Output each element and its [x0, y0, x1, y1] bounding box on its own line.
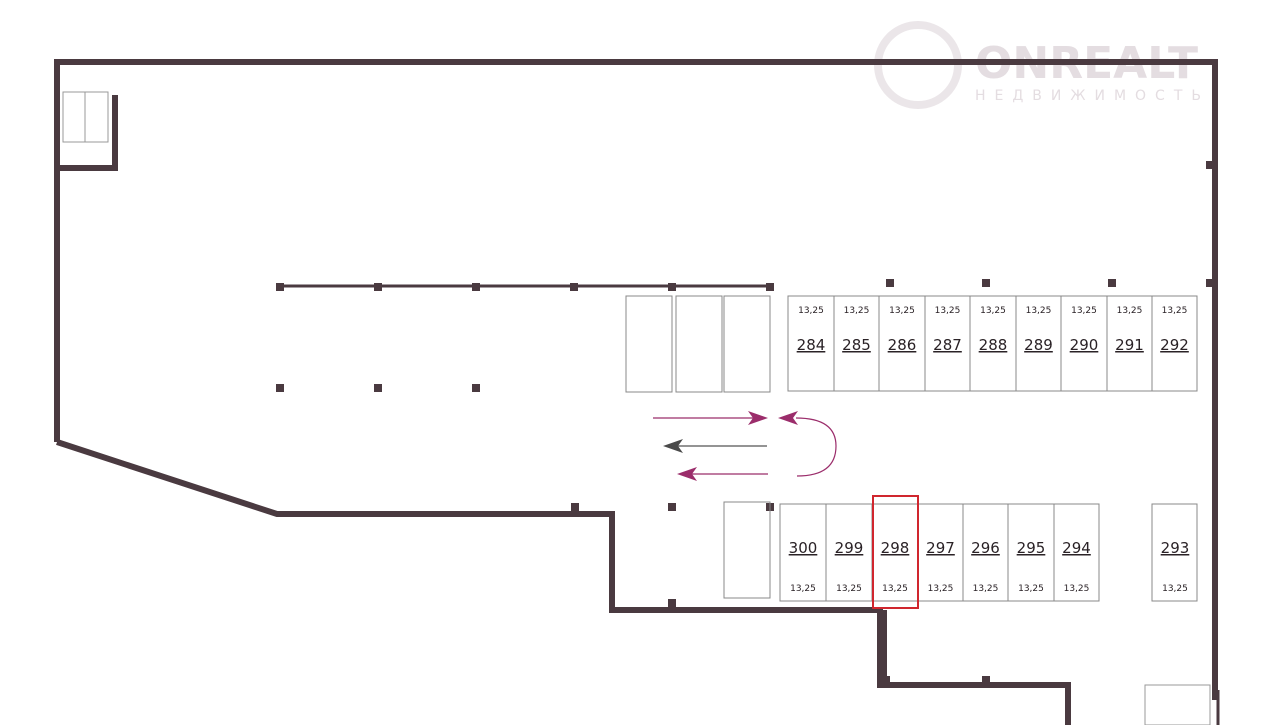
spot-area: 13,25 [935, 306, 961, 316]
walls [54, 59, 1220, 725]
column [472, 283, 480, 291]
spot-area: 13,25 [844, 306, 870, 316]
parking-spot-297[interactable]: 297 13,25 [917, 503, 964, 602]
column [668, 503, 676, 511]
spot-number: 284 [797, 336, 826, 354]
parking-spot-289[interactable]: 13,25 289 [1015, 295, 1062, 392]
spot-number: 298 [881, 539, 910, 557]
column [982, 279, 990, 287]
spot-area: 13,25 [1071, 306, 1097, 316]
column [276, 283, 284, 291]
parking-spot-300[interactable]: 300 13,25 [779, 503, 827, 602]
spot-number: 300 [789, 539, 818, 557]
parking-spot-298[interactable]: 298 13,25 [871, 503, 919, 602]
stairs-top [62, 91, 109, 143]
spot-area: 13,25 [1018, 584, 1044, 594]
parking-spot-294[interactable]: 294 13,25 [1053, 503, 1100, 602]
column [374, 283, 382, 291]
column [982, 676, 990, 684]
spot-area: 13,25 [790, 584, 816, 594]
parking-spot-291[interactable]: 13,25 291 [1106, 295, 1153, 392]
top-row-spots: 13,25 284 13,25 285 13,25 286 13,25 287 13,25 288… [787, 295, 1198, 392]
bottom-row-spots: 300 13,25 299 13,25 298 13,25 297 13,25 296 13,25… [779, 503, 1100, 602]
spot-area: 13,25 [928, 584, 954, 594]
column [668, 599, 676, 607]
parking-spot-293[interactable]: 293 13,25 [1151, 503, 1198, 602]
spot-area: 13,25 [882, 584, 908, 594]
parking-spot-292[interactable]: 13,25 292 [1151, 295, 1198, 392]
watermark-subtitle: НЕДВИЖИМОСТЬ [975, 88, 1210, 104]
traffic-arrows [653, 411, 837, 481]
spot-number: 291 [1115, 336, 1144, 354]
parking-spot-288[interactable]: 13,25 288 [969, 295, 1017, 392]
column [882, 676, 890, 684]
parking-spot-299[interactable]: 299 13,25 [825, 503, 873, 602]
spot-area: 13,25 [798, 306, 824, 316]
spot-number: 296 [971, 539, 1000, 557]
column [570, 283, 578, 291]
columns [276, 161, 1214, 684]
parking-spot-296[interactable]: 296 13,25 [962, 503, 1009, 602]
spot-number: 297 [926, 539, 955, 557]
column [1206, 279, 1214, 287]
parking-spot-286[interactable]: 13,25 286 [878, 295, 926, 392]
parking-spot-285[interactable]: 13,25 285 [833, 295, 880, 392]
column [276, 384, 284, 392]
spot-number: 299 [835, 539, 864, 557]
spot-number: 295 [1017, 539, 1046, 557]
spot-number: 286 [888, 336, 917, 354]
column [571, 503, 579, 511]
spot-number: 290 [1070, 336, 1099, 354]
column [1108, 279, 1116, 287]
column [886, 279, 894, 287]
spot-number: 285 [842, 336, 871, 354]
spot-number: 292 [1160, 336, 1189, 354]
column [472, 384, 480, 392]
spot-area: 13,25 [1117, 306, 1143, 316]
spot-area: 13,25 [836, 584, 862, 594]
column [374, 384, 382, 392]
parking-spot-284[interactable]: 13,25 284 [787, 295, 835, 392]
spot-number: 287 [933, 336, 962, 354]
spot-area: 13,25 [1162, 584, 1188, 594]
stairs-bottom [1144, 684, 1211, 725]
spot-area: 13,25 [1064, 584, 1090, 594]
column [766, 283, 774, 291]
spot-number: 293 [1161, 539, 1190, 557]
spot-area: 13,25 [980, 306, 1006, 316]
parking-spot-295[interactable]: 295 13,25 [1007, 503, 1055, 602]
spot-number: 288 [979, 336, 1008, 354]
spot-area: 13,25 [973, 584, 999, 594]
spot-number: 289 [1024, 336, 1053, 354]
spot-area: 13,25 [1026, 306, 1052, 316]
column [1206, 161, 1214, 169]
spot-number: 294 [1062, 539, 1091, 557]
selected-spot-highlight [872, 495, 919, 609]
spot-area: 13,25 [889, 306, 915, 316]
parking-spot-287[interactable]: 13,25 287 [924, 295, 971, 392]
column [668, 283, 676, 291]
empty-spots [625, 295, 771, 599]
spot-area: 13,25 [1162, 306, 1188, 316]
parking-spot-290[interactable]: 13,25 290 [1060, 295, 1108, 392]
wall-segment [877, 610, 887, 688]
